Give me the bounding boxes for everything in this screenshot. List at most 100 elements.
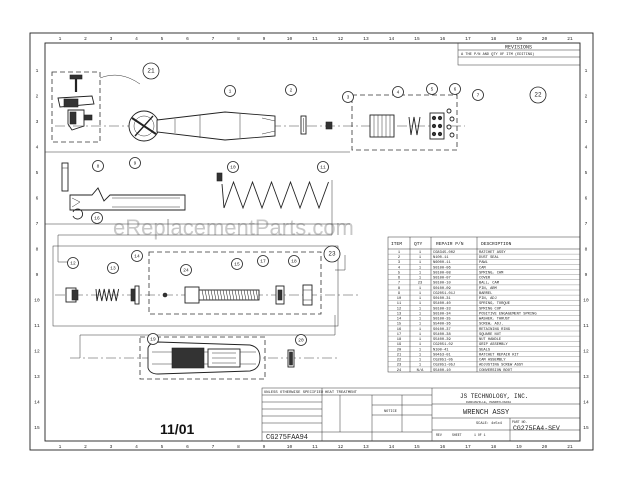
callout-4: 4 — [392, 86, 404, 98]
callout-20: 20 — [295, 334, 307, 346]
unless-note: UNLESS OTHERWISE SPECIFIED — [264, 391, 324, 395]
adjusting-screw-group — [148, 251, 322, 315]
cell-description: BALL, CAM — [479, 282, 499, 286]
row-marker-left: 3 — [36, 119, 39, 125]
cell-qty: 1 — [419, 359, 422, 363]
column-marker-top: 18 — [491, 36, 497, 42]
svg-text:12: 12 — [70, 261, 76, 267]
cell-item: 22 — [397, 359, 401, 363]
scale-text: SCALE: 4x5x4 — [476, 422, 502, 426]
column-marker-bottom: 18 — [491, 444, 497, 450]
row-marker-right: 9 — [585, 272, 588, 278]
column-marker-top: 7 — [212, 36, 215, 42]
cell-repair-pn: S0100-31 — [433, 297, 451, 301]
cell-description: COVER — [479, 277, 491, 281]
cell-repair-pn: S5400-36 — [433, 323, 451, 327]
cell-description: SPRING CUP — [479, 307, 502, 311]
column-marker-top: 10 — [287, 36, 293, 42]
column-marker-top: 11 — [312, 36, 318, 42]
cell-qty: 1 — [419, 323, 422, 327]
column-marker-bottom: 13 — [363, 444, 369, 450]
column-marker-top: 15 — [414, 36, 420, 42]
row-marker-left: 10 — [34, 298, 40, 304]
column-marker-top: 6 — [186, 36, 189, 42]
adjusting-screw-row — [65, 284, 313, 306]
callout-7: 7 — [472, 89, 484, 101]
column-marker-top: 20 — [542, 36, 548, 42]
callout-12: 12 — [67, 257, 79, 269]
svg-text:11: 11 — [320, 165, 326, 171]
notice-label: NOTICE — [384, 410, 397, 414]
cell-repair-pn: CG8345-002 — [433, 251, 455, 255]
row-marker-right: 8 — [585, 247, 588, 253]
cell-qty: 1 — [419, 302, 422, 306]
row-marker-left: 7 — [36, 221, 39, 227]
cell-description: CONVERSION BOOT — [479, 369, 513, 373]
revisions-title: REVISIONS — [505, 45, 532, 51]
cell-item: 10 — [397, 297, 401, 301]
cell-qty: 1 — [419, 318, 422, 322]
cell-description: POSITIVE ENGAGEMENT SPRING — [479, 312, 537, 316]
svg-text:2: 2 — [290, 88, 293, 94]
cell-description: PIN, ADJ — [479, 297, 497, 301]
callout-5: 5 — [426, 83, 438, 95]
row-marker-right: 3 — [585, 119, 588, 125]
column-marker-bottom: 11 — [312, 444, 318, 450]
callout-18: 18 — [288, 255, 300, 267]
cell-description: SEALS — [479, 348, 491, 352]
title-block: UNLESS OTHERWISE SPECIFIED HEAT TREATMEN… — [261, 387, 581, 442]
cell-qty: 1 — [419, 277, 422, 281]
callout-13: 13 — [107, 262, 119, 274]
row-marker-right: 13 — [583, 374, 589, 380]
column-marker-bottom: 6 — [186, 444, 189, 450]
cell-qty: 1 — [419, 266, 422, 270]
cell-item: 23 — [397, 364, 401, 368]
revisions-entry: A THE P/N AND QTY OF ITM (EDITING) — [461, 52, 534, 57]
ratchet-repair-kit-group — [51, 71, 141, 143]
cell-description: PAWL — [479, 261, 488, 265]
row-marker-right: 11 — [583, 323, 589, 329]
cell-item: 19 — [397, 343, 401, 347]
cell-item: 16 — [397, 328, 401, 332]
callout-9: 9 — [129, 157, 141, 169]
svg-text:24: 24 — [183, 268, 189, 274]
row-marker-right: 6 — [585, 196, 588, 202]
cell-repair-pn: S5400-40 — [433, 302, 451, 306]
cell-repair-pn: S5400-38 — [433, 333, 451, 337]
svg-text:3: 3 — [347, 95, 350, 101]
callout-24: 24 — [180, 264, 192, 276]
cell-description: SQUARE NUT — [479, 333, 502, 337]
cell-repair-pn: S0100-10 — [433, 282, 451, 286]
col-header-item: ITEM — [391, 241, 402, 247]
column-marker-bottom: 20 — [542, 444, 548, 450]
cell-item: 5 — [398, 271, 400, 275]
svg-text:19: 19 — [150, 337, 156, 343]
cell-item: 13 — [397, 312, 401, 316]
column-marker-top: 19 — [516, 36, 522, 42]
row-marker-right: 1 — [585, 68, 588, 74]
part-number-label: PART NO. — [512, 420, 527, 424]
cell-item: 2 — [398, 256, 400, 260]
callout-6: 6 — [449, 83, 461, 95]
column-marker-bottom: 7 — [212, 444, 215, 450]
cell-qty: 1 — [419, 307, 422, 311]
column-marker-bottom: 3 — [110, 444, 113, 450]
grip-assembly — [139, 336, 295, 380]
sheet-label: SHEET — [452, 433, 462, 437]
cell-item: 4 — [398, 266, 401, 270]
cell-qty: 1 — [419, 328, 422, 332]
row-marker-left: 11 — [34, 323, 40, 329]
svg-text:8: 8 — [97, 164, 100, 170]
column-marker-top: 2 — [84, 36, 87, 42]
svg-text:17: 17 — [260, 259, 266, 265]
